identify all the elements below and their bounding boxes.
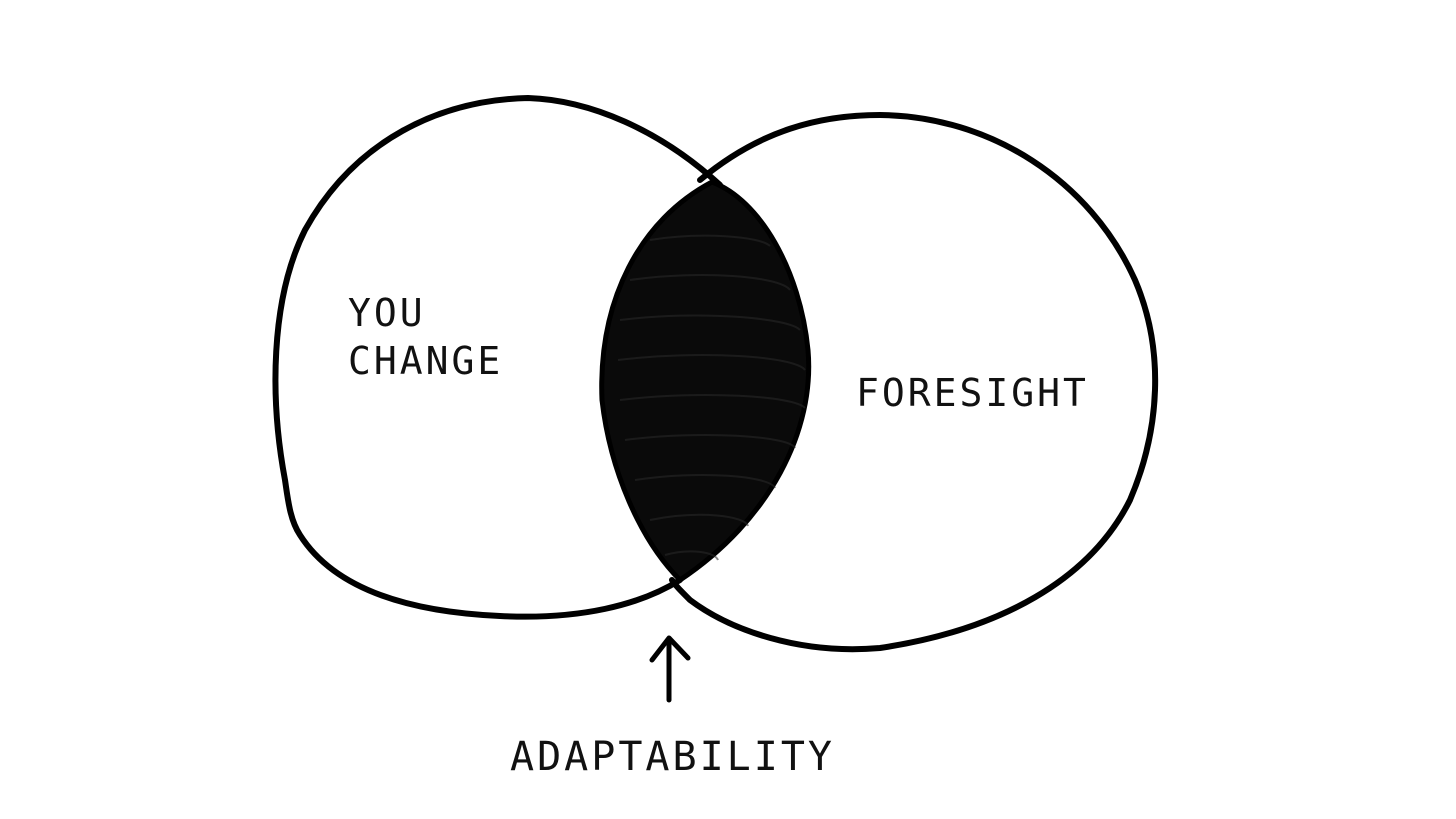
left-circle-label-line-1: YOU	[348, 291, 426, 335]
left-circle	[272, 95, 723, 620]
scribble-lines	[617, 234, 806, 561]
right-circle	[669, 112, 1159, 653]
intersection-label: ADAPTABILITY	[510, 734, 835, 780]
left-circle-label-line-2: CHANGE	[348, 339, 504, 383]
arrow-up-icon	[649, 635, 691, 703]
intersection-fill	[599, 179, 812, 584]
right-circle-label: FORESIGHT	[856, 371, 1089, 415]
intersection-lens	[599, 179, 812, 584]
